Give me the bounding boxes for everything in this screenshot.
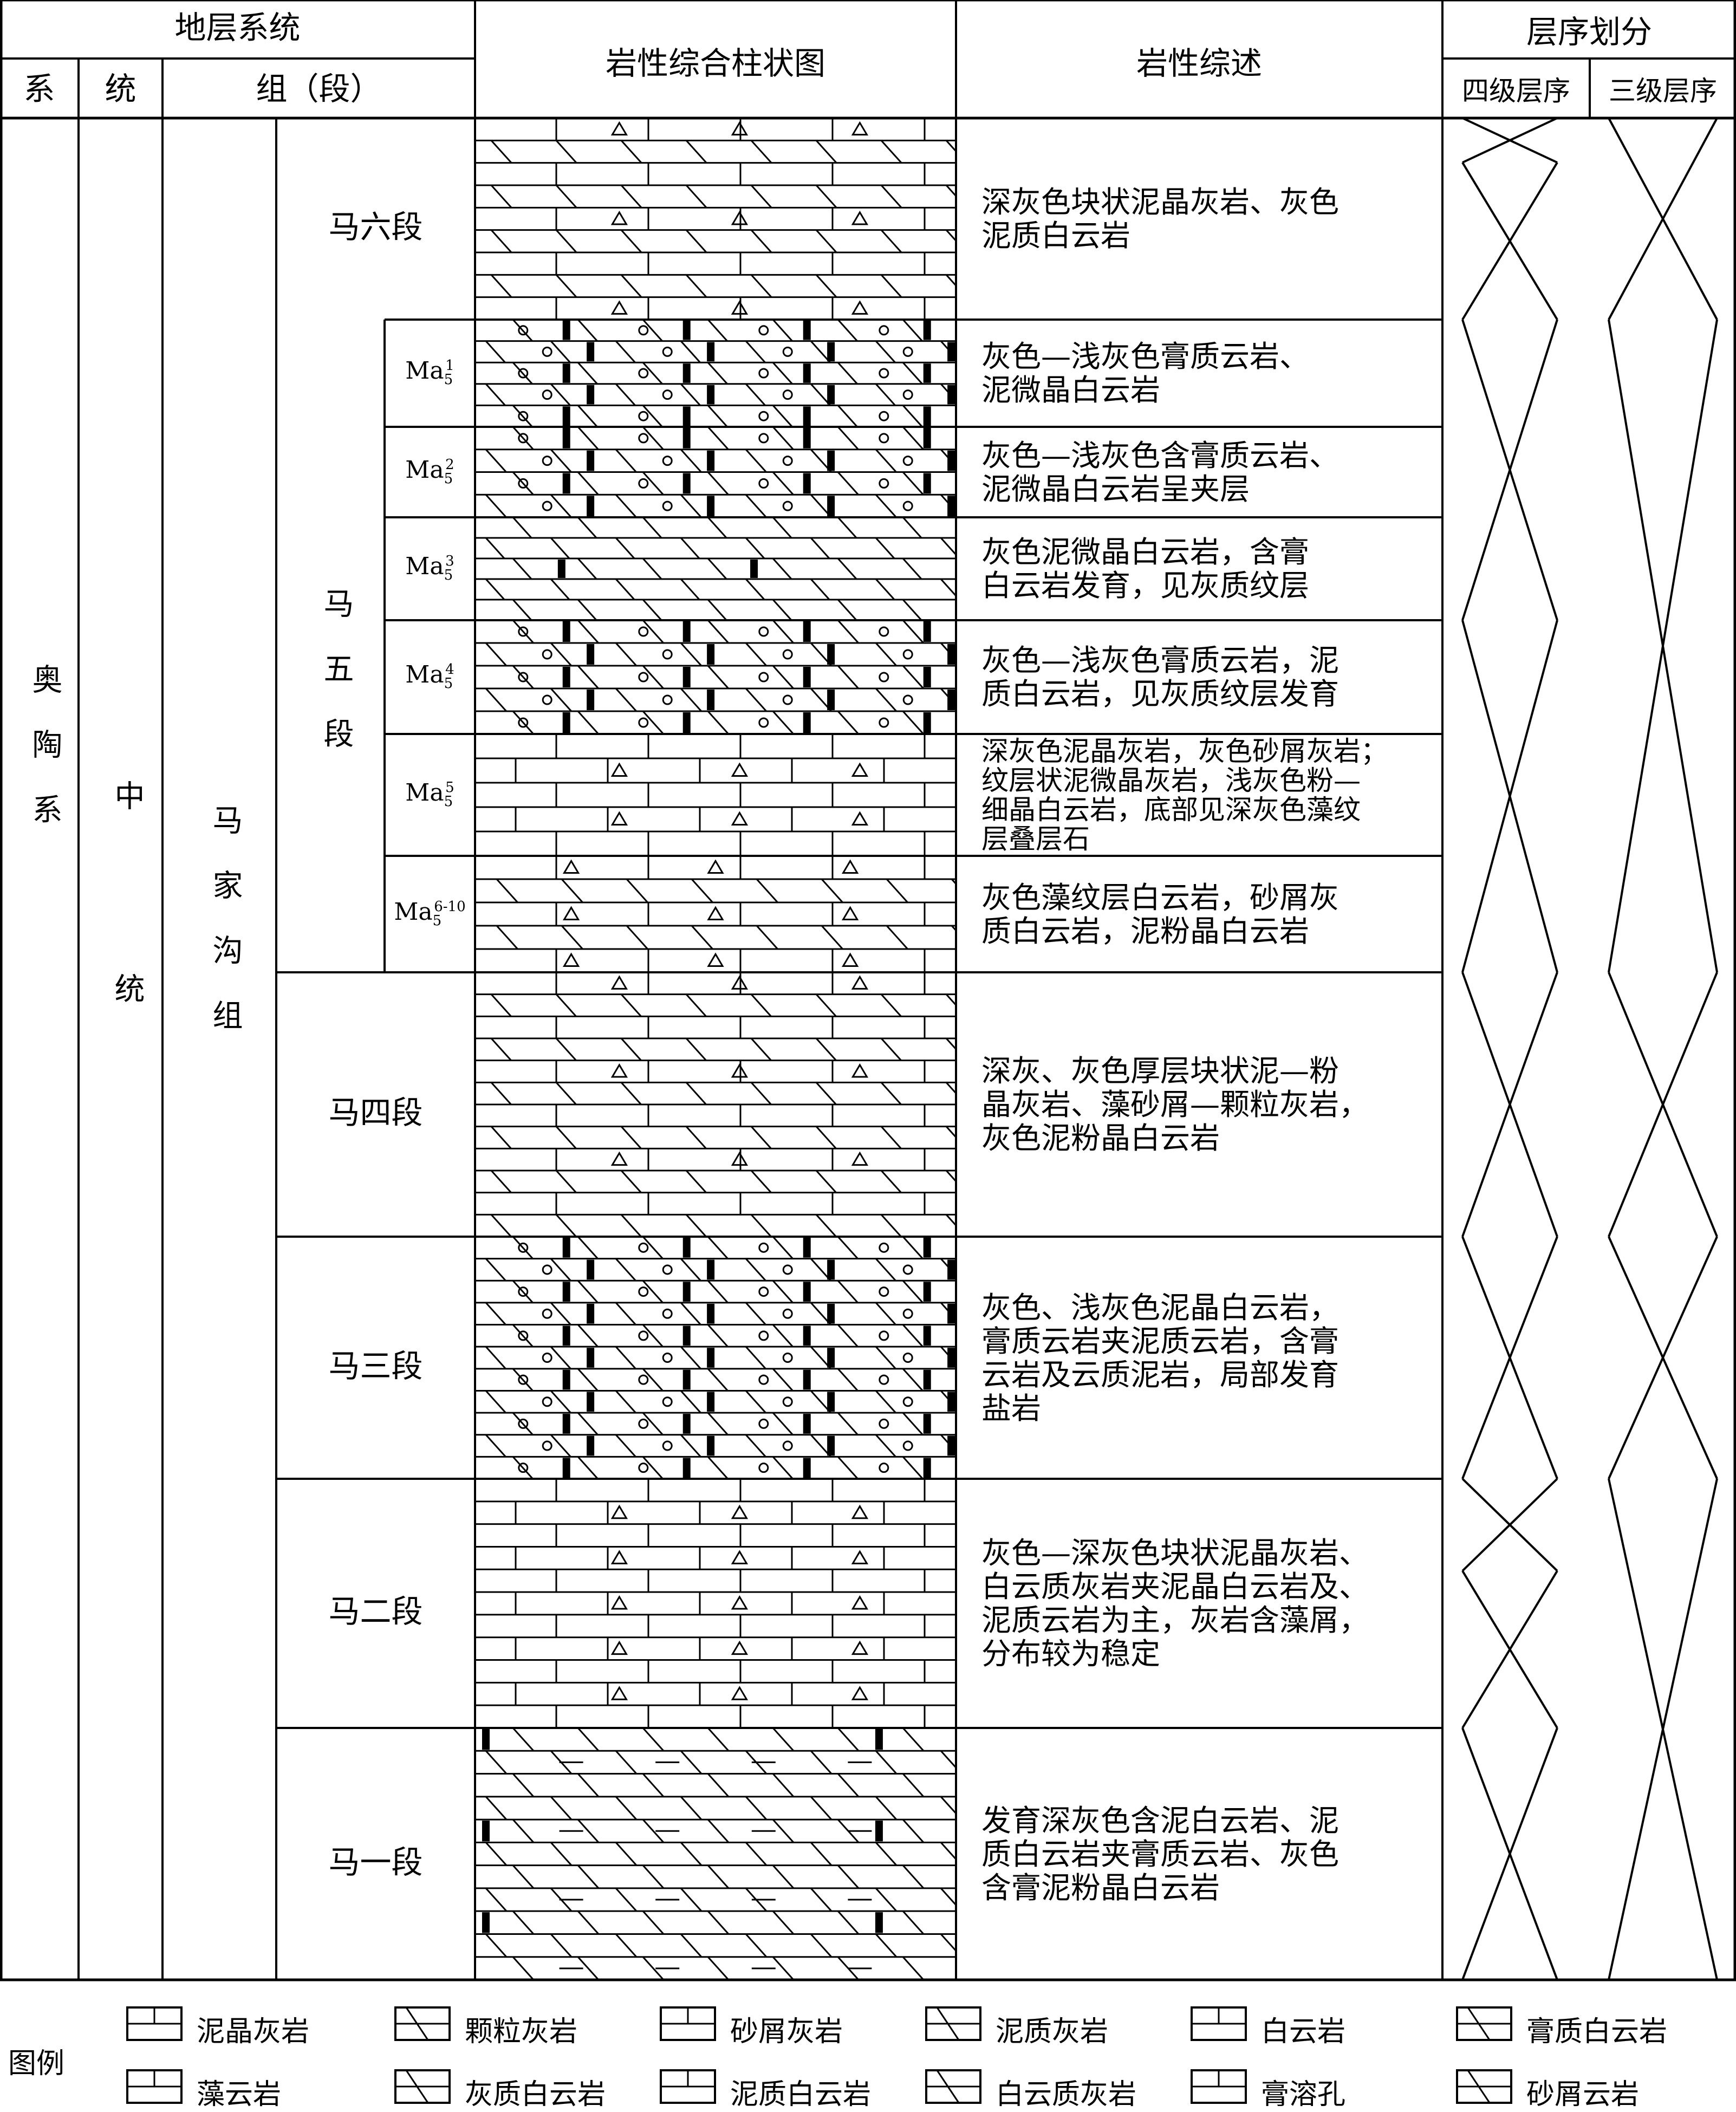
- unit-description: 深灰、灰色厚层块状泥—粉 晶灰岩、藻砂屑—颗粒灰岩， 灰色泥粉晶白云岩: [981, 1054, 1369, 1155]
- table-grid: [0, 0, 1736, 1981]
- member-label: 马四段: [328, 1094, 423, 1131]
- submember-label: Ma52: [405, 456, 454, 487]
- header-series: 统: [105, 70, 136, 107]
- legend-swatch: [126, 2069, 183, 2104]
- submember-label: Ma55: [405, 778, 454, 810]
- legend-swatch: [1456, 2069, 1512, 2104]
- legend-swatch: [126, 2006, 183, 2041]
- header-fourth-order: 四级层序: [1462, 75, 1570, 107]
- sequence-segment: [1462, 117, 1558, 164]
- sequence-segment: [1461, 620, 1558, 973]
- sequence-segment: [1461, 161, 1558, 321]
- legend-swatch: [660, 2069, 716, 2104]
- sequence-segment: [1461, 319, 1558, 621]
- unit-description: 灰色—深灰色块状泥晶灰岩、 白云质灰岩夹泥晶白云岩及、 泥质云岩为主，灰岩含藻屑…: [981, 1536, 1369, 1671]
- sequence-segment: [1608, 319, 1718, 973]
- unit-description: 灰色—浅灰色膏质云岩、 泥微晶白云岩: [981, 339, 1310, 407]
- legend-swatch: [925, 2069, 981, 2104]
- legend-label: 膏质白云岩: [1526, 2016, 1668, 2048]
- member-label: 马二段: [328, 1593, 423, 1630]
- header-formation: 组（段）: [256, 70, 382, 107]
- unit-description: 灰色、浅灰色泥晶白云岩， 膏质云岩夹泥质云岩，含膏 云岩及云质泥岩，局部发育 盐…: [981, 1290, 1340, 1426]
- legend-swatch: [1191, 2006, 1247, 2041]
- submember-label: Ma54: [405, 661, 454, 692]
- unit-description: 灰色泥微晶白云岩，含膏 白云岩发育，见灰质纹层: [981, 535, 1310, 603]
- formation-label: 马家沟组: [207, 804, 243, 1064]
- legend-label: 泥晶灰岩: [197, 2016, 310, 2048]
- header-description: 岩性综述: [1136, 45, 1262, 82]
- sequence-segment: [1461, 1570, 1558, 1729]
- submember-label: Ma51: [405, 357, 454, 388]
- legend-swatch: [1191, 2069, 1247, 2104]
- submember-label: Ma56-10: [394, 898, 466, 929]
- legend-label: 颗粒灰岩: [465, 2016, 578, 2048]
- unit-description: 灰色—浅灰色含膏质云岩、 泥微晶白云岩呈夹层: [981, 438, 1340, 506]
- header-column: 岩性综合柱状图: [605, 45, 825, 82]
- sequence-segment: [1608, 1478, 1718, 1980]
- header-system: 系: [23, 70, 55, 107]
- legend-label: 白云质灰岩: [996, 2078, 1137, 2111]
- sequence-curves: [1461, 117, 1718, 1980]
- sequence-segment: [1461, 1478, 1558, 1572]
- sequence-segment: [1608, 1236, 1718, 1479]
- legend-label: 砂屑灰岩: [730, 2016, 843, 2048]
- unit-description: 灰色藻纹层白云岩，砂屑灰 质白云岩，泥粉晶白云岩: [981, 880, 1340, 948]
- sequence-segment: [1608, 118, 1718, 320]
- submember-label: Ma53: [405, 553, 454, 583]
- header-sequence: 层序划分: [1526, 14, 1652, 50]
- legend-symbols: [126, 2006, 1512, 2104]
- lithology-column: [475, 118, 956, 1980]
- member-label: 马一段: [328, 1843, 423, 1881]
- legend-swatch: [394, 2069, 451, 2104]
- sequence-segment: [1461, 1727, 1558, 1980]
- legend-label: 膏溶孔: [1261, 2078, 1346, 2111]
- legend-label: 灰质白云岩: [465, 2078, 606, 2111]
- member5-label: 马五段: [318, 588, 354, 783]
- legend-swatch: [660, 2006, 716, 2041]
- unit-description: 发育深灰色含泥白云岩、泥 质白云岩夹膏质云岩、灰色 含膏泥粉晶白云岩: [981, 1803, 1340, 1905]
- legend-label: 白云岩: [1261, 2016, 1346, 2048]
- legend-swatch: [1456, 2006, 1512, 2041]
- header-strat-system: 地层系统: [174, 9, 301, 46]
- legend-label: 泥质白云岩: [730, 2078, 872, 2111]
- legend-swatch: [925, 2006, 981, 2041]
- member-label: 马三段: [328, 1347, 423, 1385]
- unit-description: 灰色—浅灰色膏质云岩，泥 质白云岩，见灰质纹层发育: [981, 643, 1340, 711]
- system-label: 奥陶系: [27, 664, 62, 859]
- unit-description: 深灰色块状泥晶灰岩、灰色 泥质白云岩: [981, 185, 1340, 253]
- member-label: 马六段: [328, 209, 423, 245]
- legend-label: 泥质灰岩: [996, 2016, 1109, 2048]
- unit-description: 深灰色泥晶灰岩，灰色砂屑灰岩； 纹层状泥微晶灰岩，浅灰色粉— 细晶白云岩，底部见…: [981, 735, 1388, 855]
- legend-title: 图例: [8, 2048, 65, 2080]
- header-third-order: 三级层序: [1609, 75, 1717, 107]
- legend-swatch: [394, 2006, 451, 2041]
- sequence-segment: [1461, 1236, 1558, 1479]
- sequence-segment: [1608, 972, 1718, 1237]
- legend-label: 藻云岩: [197, 2078, 282, 2111]
- series-label: 中统: [109, 780, 145, 1166]
- sequence-segment: [1461, 972, 1558, 1237]
- legend-label: 砂屑云岩: [1526, 2078, 1640, 2111]
